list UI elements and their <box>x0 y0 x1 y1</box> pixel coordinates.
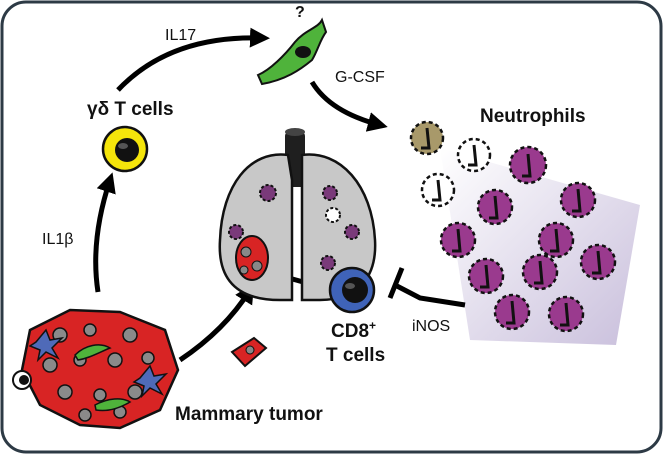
circulating-tumor-cell-icon <box>230 336 268 368</box>
cd8-label-main: CD8 <box>331 321 370 342</box>
neutrophil-icon <box>547 295 585 333</box>
tumor-icon <box>12 308 180 430</box>
neutrophil-icon <box>508 145 548 185</box>
tumor-fibroblast-icon <box>74 344 132 412</box>
circulating-cell-icon <box>12 370 32 390</box>
neutrophil-icon <box>439 221 477 259</box>
cd8-tcells-label: T cells <box>326 345 386 366</box>
inhibition-neutrophils-to-cd8 <box>393 282 466 308</box>
inos-label: iNOS <box>412 318 451 335</box>
neutrophils-label: Neutrophils <box>480 106 586 127</box>
neutrophil-icon <box>493 293 531 331</box>
fibroblast-icon <box>256 17 328 86</box>
neutrophil-icon <box>420 172 456 208</box>
neutrophil-icon <box>476 188 514 226</box>
arrow-tumor-to-lung <box>178 283 255 363</box>
inhibition-bar-cd8 <box>387 267 405 299</box>
cd8-label-sup: + <box>369 318 377 333</box>
neutrophil-icon <box>456 137 492 173</box>
cd8-label: CD8+ <box>331 318 377 342</box>
neutrophil-icon <box>521 253 559 291</box>
gcsf-label: G-CSF <box>335 69 385 86</box>
il1b-label: IL1β <box>42 231 74 248</box>
lung-neutrophils <box>228 184 360 271</box>
neutrophil-icon <box>559 181 597 219</box>
cd8-t-cell-icon <box>328 266 376 314</box>
neutrophil-icon <box>537 221 575 259</box>
il17-label: IL17 <box>165 27 197 44</box>
arrow-fibroblast-to-neutrophils <box>309 80 388 132</box>
neutrophil-group <box>409 120 617 333</box>
neutrophil-icon <box>579 243 617 281</box>
neutrophil-icon <box>467 257 505 295</box>
unknown-cell-label: ? <box>295 4 305 21</box>
gd-tcells-label: γδ T cells <box>87 99 174 120</box>
arrow-tumor-to-gd <box>93 172 116 293</box>
neutrophil-icon <box>409 120 445 156</box>
gamma-delta-t-cell-icon <box>101 125 149 173</box>
arrow-gd-to-fibroblast <box>116 27 270 92</box>
dendritic-cell-icon <box>28 328 169 399</box>
lung-metastasis-icon <box>235 235 269 281</box>
tumor-label: Mammary tumor <box>175 404 323 425</box>
